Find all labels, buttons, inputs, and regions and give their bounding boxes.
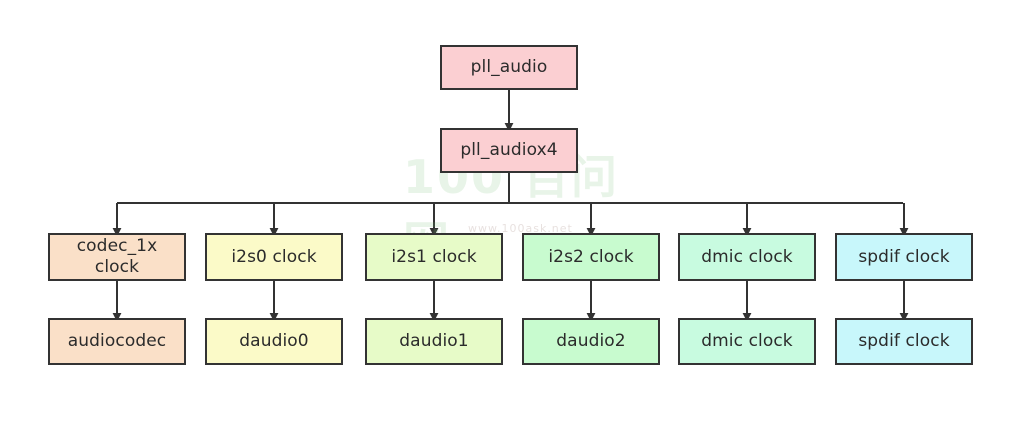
node-i2s2_clock[interactable]: i2s2 clock — [522, 233, 660, 281]
node-dmic_clock_leaf[interactable]: dmic clock — [678, 318, 816, 365]
node-daudio0[interactable]: daudio0 — [205, 318, 343, 365]
watermark-text: 100 百问网 — [403, 150, 620, 270]
node-i2s0_clock[interactable]: i2s0 clock — [205, 233, 343, 281]
node-i2s1_clock[interactable]: i2s1 clock — [365, 233, 503, 281]
node-spdif_clock[interactable]: spdif clock — [835, 233, 973, 281]
node-pll_audio[interactable]: pll_audio — [440, 45, 578, 90]
node-daudio1[interactable]: daudio1 — [365, 318, 503, 365]
node-spdif_clock_leaf[interactable]: spdif clock — [835, 318, 973, 365]
node-audiocodec[interactable]: audiocodec — [48, 318, 186, 365]
node-daudio2[interactable]: daudio2 — [522, 318, 660, 365]
edge-group — [112, 90, 909, 322]
node-dmic_clock[interactable]: dmic clock — [678, 233, 816, 281]
node-pll_audiox4[interactable]: pll_audiox4 — [440, 128, 578, 173]
node-codec_1x_clock[interactable]: codec_1x clock — [48, 233, 186, 281]
